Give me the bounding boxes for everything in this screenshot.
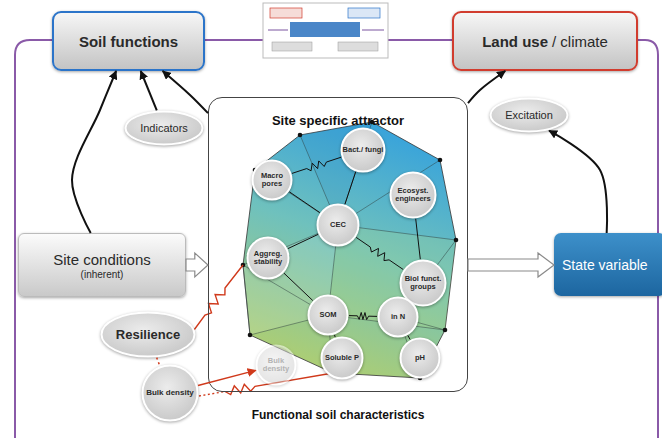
- property-circle: in N: [377, 296, 419, 338]
- connector-arrow: [416, 219, 421, 259]
- node-text: Indicators: [140, 122, 188, 134]
- node-text: CEC: [328, 221, 348, 229]
- node-text: Site specific attractor: [272, 113, 404, 128]
- indicator-ellipse: Indicators: [124, 110, 204, 146]
- property-circle: Aggreg. stability: [246, 236, 290, 280]
- attractor-polygon: [243, 122, 456, 378]
- node-text: Excitation: [505, 109, 553, 121]
- node-outline: [322, 338, 363, 379]
- node-text: Site conditions: [53, 251, 151, 268]
- connector-arrow: [284, 273, 313, 300]
- property-circle: SOM: [307, 294, 349, 336]
- connector-arrow: [549, 131, 607, 233]
- node-text: Soluble P: [323, 354, 361, 362]
- thumbnail-box: [290, 22, 360, 37]
- connector-arrow: [408, 336, 410, 340]
- driver-box: Land use/ climate: [452, 11, 638, 71]
- node-text: Bulk density: [146, 389, 194, 397]
- mesh-vertex: [248, 333, 253, 338]
- property-circle: Bulk density: [141, 364, 199, 422]
- thumbnail: [263, 3, 388, 58]
- spring-symbol: [194, 265, 243, 330]
- node-text: (inherent): [81, 269, 124, 280]
- property-circle: Soluble P: [320, 336, 364, 380]
- property-circle: pH: [399, 337, 441, 379]
- thumbnail-box: [338, 42, 378, 51]
- mesh-vertex: [298, 133, 303, 138]
- block-arrow: [468, 253, 554, 277]
- property-circle: CEC: [316, 203, 360, 247]
- connector-arrow: [163, 71, 208, 113]
- connector-arrow: [288, 234, 318, 248]
- node-text: Aggreg. stability: [246, 250, 290, 266]
- connector-arrow: [468, 71, 505, 103]
- state-box: State variable: [554, 233, 662, 296]
- node-text: Land use: [482, 33, 548, 50]
- node-outline: [126, 112, 203, 145]
- spring-link: [349, 312, 377, 319]
- node-text: in N: [389, 313, 407, 321]
- connector-arrow: [198, 370, 256, 385]
- connector-arrow: [334, 335, 336, 337]
- property-circle: Ecosyst. engineers: [389, 171, 437, 219]
- caption-label: Functional soil characteristics: [208, 408, 468, 422]
- connector-arrow: [289, 192, 319, 213]
- spring-symbol: [199, 392, 225, 397]
- site-box: Site conditions(inherent): [18, 233, 186, 297]
- block-arrow: [186, 253, 208, 277]
- mesh-line: [243, 122, 456, 378]
- property-circle: Macro pores: [251, 159, 293, 201]
- node-text: Resilience: [116, 327, 180, 342]
- node-text: Ecosyst. engineers: [389, 187, 437, 203]
- node-text: Macro pores: [251, 172, 293, 188]
- node-text: Bulk density: [255, 357, 297, 373]
- connector-arrow: [345, 172, 356, 204]
- node-outline: [318, 205, 359, 246]
- spring-link: [292, 157, 341, 173]
- mesh-vertex: [241, 120, 459, 381]
- attractor-mesh: [241, 120, 459, 381]
- resilience-ellipse: Resilience: [100, 311, 196, 358]
- node-text: SOM: [317, 311, 338, 319]
- node-outline: [401, 339, 440, 378]
- node-outline: [102, 313, 195, 357]
- thumbnail-line: [268, 30, 384, 31]
- node-outline: [143, 366, 198, 421]
- node-outline: [491, 99, 568, 132]
- node-text: Soil functions: [79, 33, 178, 50]
- node-outline: [379, 298, 418, 337]
- node-text: State variable: [562, 257, 648, 273]
- excitation-ellipse: Excitation: [489, 97, 569, 133]
- thumbnail-box: [348, 8, 380, 18]
- connector-arrow: [141, 71, 157, 110]
- connector-arrow: [157, 358, 160, 366]
- thumbnail-frame: [263, 3, 388, 58]
- mesh-vertex: [454, 238, 459, 243]
- node-outline: [342, 129, 385, 172]
- connector-arrow: [72, 71, 116, 233]
- spring-symbol: [194, 265, 333, 396]
- mesh-vertex: [443, 328, 448, 333]
- node-text: Biol funct. groups: [399, 275, 447, 291]
- property-circle: Bact./ fungi: [340, 127, 386, 173]
- thumbnail-box: [270, 8, 302, 18]
- node-text: Bact./ fungi: [341, 146, 386, 154]
- node-text: / climate: [552, 33, 608, 50]
- function-box: Soil functions: [52, 11, 205, 71]
- mesh-vertex: [438, 158, 443, 163]
- thumbnail-box: [272, 42, 312, 51]
- node-outline: [309, 296, 348, 335]
- property-circle: Bulk density: [255, 344, 297, 386]
- mesh-line: [243, 122, 456, 378]
- node-text: pH: [413, 354, 427, 362]
- attractor-box: Site specific attractorMacro pores Bact./…: [208, 97, 468, 392]
- mesh-facet: [243, 225, 338, 335]
- spring-link: [356, 237, 403, 269]
